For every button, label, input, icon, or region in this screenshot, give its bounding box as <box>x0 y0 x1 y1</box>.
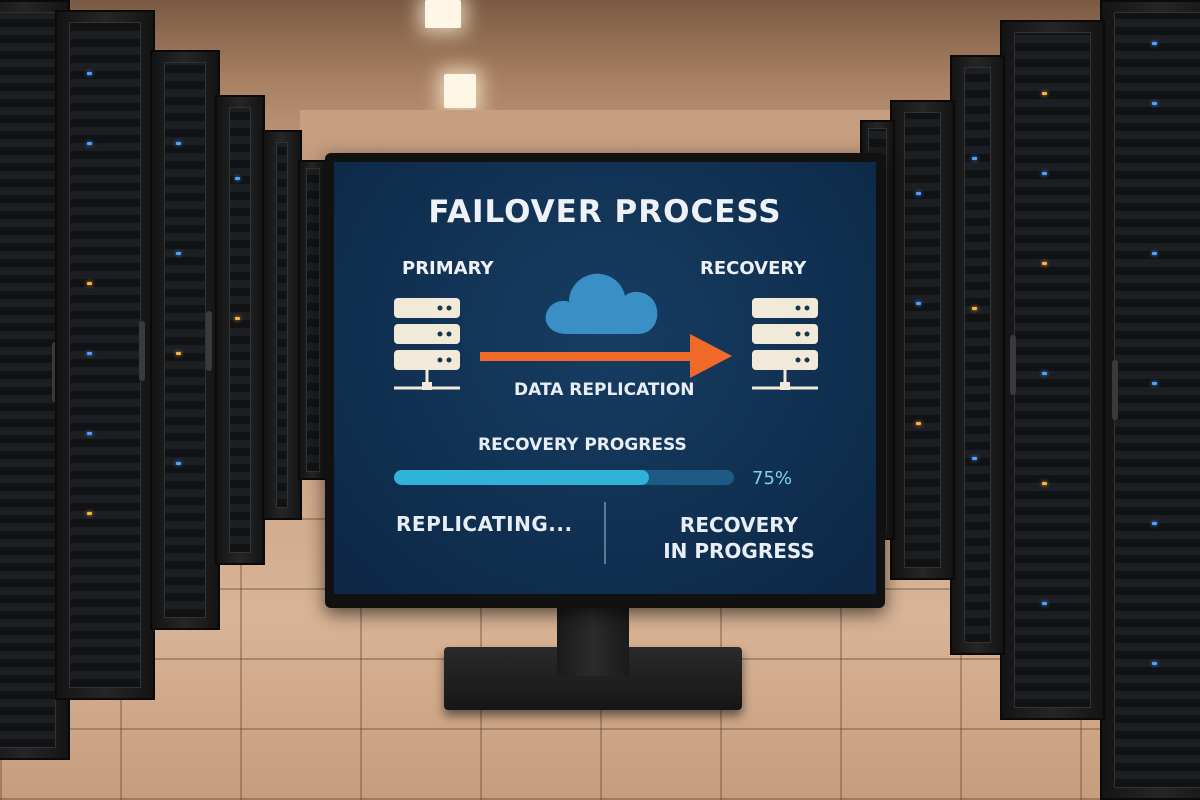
server-rack-right <box>1000 20 1105 720</box>
server-rack-left <box>262 130 302 520</box>
server-rack-right <box>890 100 955 580</box>
server-rack-left <box>215 95 265 565</box>
ceiling-light <box>425 0 461 28</box>
screen-title: FAILOVER PROCESS <box>428 194 782 230</box>
cloud-icon <box>545 273 658 334</box>
recovery-progress-fill <box>394 470 649 485</box>
recovery-status: RECOVERY IN PROGRESS <box>654 512 824 564</box>
status-divider <box>604 502 606 564</box>
monitor-stand-neck <box>557 606 629 676</box>
server-rack-right <box>1100 0 1200 800</box>
server-rack-left <box>150 50 220 630</box>
recovery-status-line1: RECOVERY <box>679 513 799 537</box>
replicating-status: REPLICATING... <box>396 512 573 536</box>
primary-server-icon <box>394 298 460 390</box>
recovery-progress-label: RECOVERY PROGRESS <box>478 435 687 455</box>
monitor-screen: FAILOVER PROCESS PRIMARY RECOVERY <box>334 162 876 594</box>
recovery-label: RECOVERY <box>700 258 807 279</box>
server-rack-left <box>55 10 155 700</box>
data-replication-label: DATA REPLICATION <box>514 380 695 400</box>
server-rack-right <box>950 55 1005 655</box>
recovery-progress-bar <box>394 470 734 485</box>
recovery-progress-percent: 75% <box>752 468 793 489</box>
recovery-status-line2: IN PROGRESS <box>663 539 815 563</box>
ceiling-light <box>444 74 476 108</box>
server-rack-left <box>298 160 328 480</box>
recovery-server-icon <box>752 298 818 390</box>
arrow-right-icon <box>480 334 732 378</box>
primary-label: PRIMARY <box>402 258 494 279</box>
